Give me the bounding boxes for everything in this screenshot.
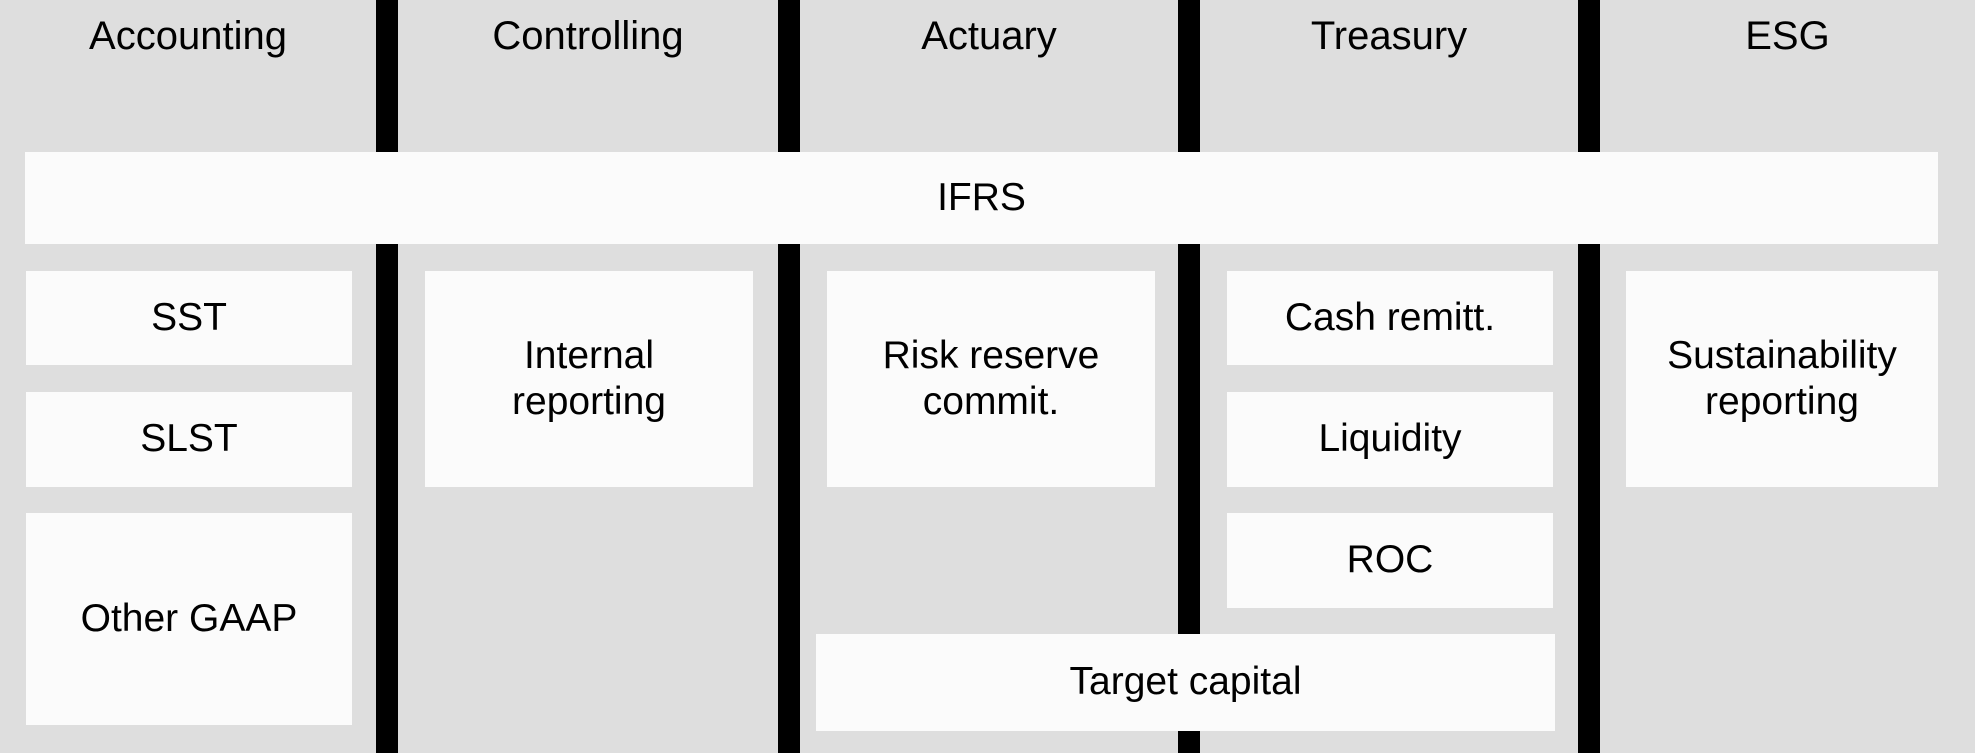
column-header-esg: ESG <box>1600 8 1975 64</box>
box-cash-remitt[interactable]: Cash remitt. <box>1227 271 1553 365</box>
box-roc[interactable]: ROC <box>1227 513 1553 608</box>
column-divider-4 <box>1578 0 1600 753</box>
column-header-controlling: Controlling <box>398 8 778 64</box>
column-header-actuary: Actuary <box>800 8 1178 64</box>
column-header-accounting-label: Accounting <box>89 14 287 58</box>
column-header-accounting: Accounting <box>0 8 376 64</box>
column-header-actuary-label: Actuary <box>921 14 1057 58</box>
box-liquidity-label: Liquidity <box>1318 417 1462 461</box>
box-other-gaap-label: Other GAAP <box>80 596 298 640</box>
column-divider-2 <box>778 0 800 753</box>
box-sst-label: SST <box>151 295 227 339</box>
box-sst[interactable]: SST <box>26 271 352 365</box>
box-sustainability-reporting-label: Sustainability reporting <box>1667 333 1897 423</box>
column-header-treasury-label: Treasury <box>1310 14 1468 58</box>
box-sustainability-reporting[interactable]: Sustainability reporting <box>1626 271 1938 487</box>
box-ifrs[interactable]: IFRS <box>25 152 1938 244</box>
box-roc-label: ROC <box>1346 538 1434 582</box>
column-header-controlling-label: Controlling <box>492 14 684 58</box>
column-header-esg-label: ESG <box>1745 14 1830 58</box>
box-internal-reporting-label: Internal reporting <box>512 333 666 423</box>
box-risk-reserve-commit[interactable]: Risk reserve commit. <box>827 271 1155 487</box>
box-slst[interactable]: SLST <box>26 392 352 487</box>
box-ifrs-label: IFRS <box>937 175 1026 219</box>
box-cash-remitt-label: Cash remitt. <box>1284 295 1496 339</box>
box-slst-label: SLST <box>140 417 238 461</box>
column-divider-1 <box>376 0 398 753</box>
box-risk-reserve-commit-label: Risk reserve commit. <box>882 333 1100 423</box>
box-internal-reporting[interactable]: Internal reporting <box>425 271 753 487</box>
box-target-capital[interactable]: Target capital <box>816 634 1555 731</box>
box-target-capital-label: Target capital <box>1069 660 1302 704</box>
box-other-gaap[interactable]: Other GAAP <box>26 513 352 725</box>
column-header-treasury: Treasury <box>1200 8 1578 64</box>
box-liquidity[interactable]: Liquidity <box>1227 392 1553 487</box>
